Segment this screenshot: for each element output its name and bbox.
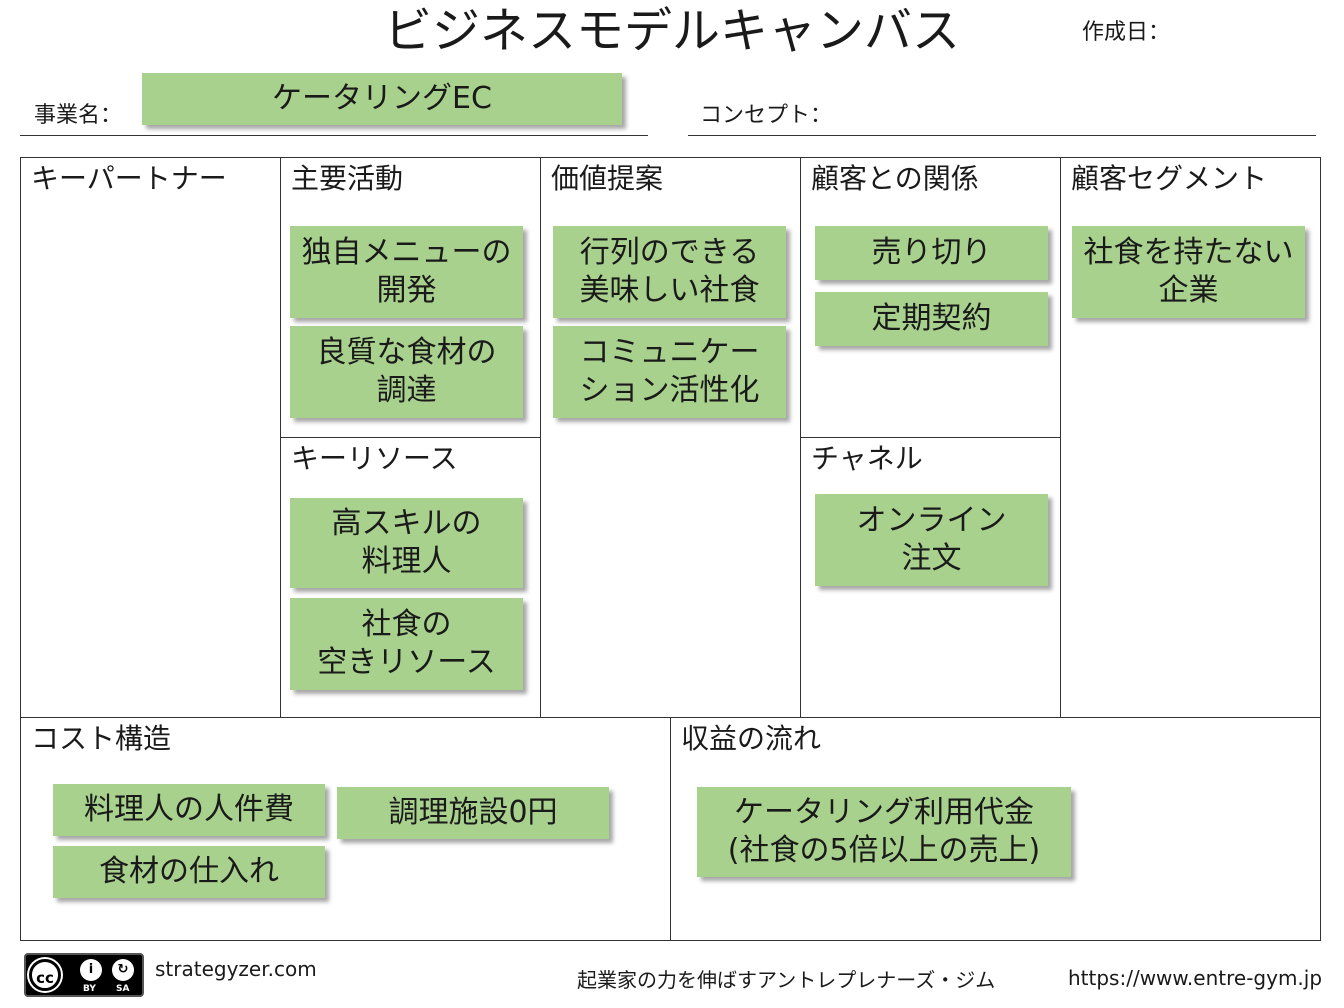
cost-note[interactable]: 調理施設0円 [337,787,609,839]
value-propositions-heading: 価値提案 [551,162,664,195]
key-resource-note[interactable]: 高スキルの 料理人 [290,498,523,588]
concept-label: コンセプト： [700,103,833,128]
sa-label: SA [116,984,130,994]
share-alike-icon: ↻ [112,959,134,981]
grid-divider [280,437,541,438]
key-activity-note[interactable]: 独自メニューの 開発 [290,226,523,318]
business-name-note[interactable]: ケータリングEC [142,73,622,125]
revenue-streams-heading: 収益の流れ [681,722,822,755]
cost-structure-heading: コスト構造 [31,722,172,755]
channel-note[interactable]: オンライン 注文 [815,494,1048,586]
value-proposition-note[interactable]: コミュニケー ション活性化 [553,326,786,418]
key-resource-note[interactable]: 社食の 空きリソース [290,598,523,690]
organization-name: 起業家の力を伸ばすアントレプレナーズ・ジム [577,968,996,992]
key-activities-heading: 主要活動 [291,162,404,195]
customer-segment-note[interactable]: 社食を持たない 企業 [1072,226,1305,318]
key-resources-heading: キーリソース [291,442,458,475]
concept-underline [688,135,1316,136]
customer-segments-heading: 顧客セグメント [1071,162,1268,195]
by-label: BY [83,984,96,994]
person-icon: i [80,959,102,981]
customer-relationship-note[interactable]: 定期契約 [815,292,1048,346]
grid-divider [800,437,1061,438]
value-proposition-note[interactable]: 行列のできる 美味しい社食 [553,226,786,318]
cost-note[interactable]: 料理人の人件費 [53,784,325,836]
business-name-label: 事業名： [34,103,123,128]
business-name-underline [20,135,648,136]
cc-icon: cc [29,959,61,991]
channels-heading: チャネル [811,442,923,475]
revenue-note[interactable]: ケータリング利用代金 (社食の5倍以上の売上) [697,787,1071,877]
key-partners-heading: キーパートナー [31,162,227,195]
cost-note[interactable]: 食材の仕入れ [53,846,325,898]
date-label: 作成日： [1082,20,1171,45]
page-title: ビジネスモデルキャンバス [383,3,960,59]
customer-relationship-note[interactable]: 売り切り [815,226,1048,280]
cc-license-logo: cc i ↻ BY SA [24,953,144,997]
key-activity-note[interactable]: 良質な食材の 調達 [290,326,523,418]
website-link[interactable]: https://www.entre-gym.jp [1068,966,1323,990]
grid-divider [670,717,671,941]
source-link[interactable]: strategyzer.com [155,957,317,981]
customer-relationships-heading: 顧客との関係 [811,162,979,195]
